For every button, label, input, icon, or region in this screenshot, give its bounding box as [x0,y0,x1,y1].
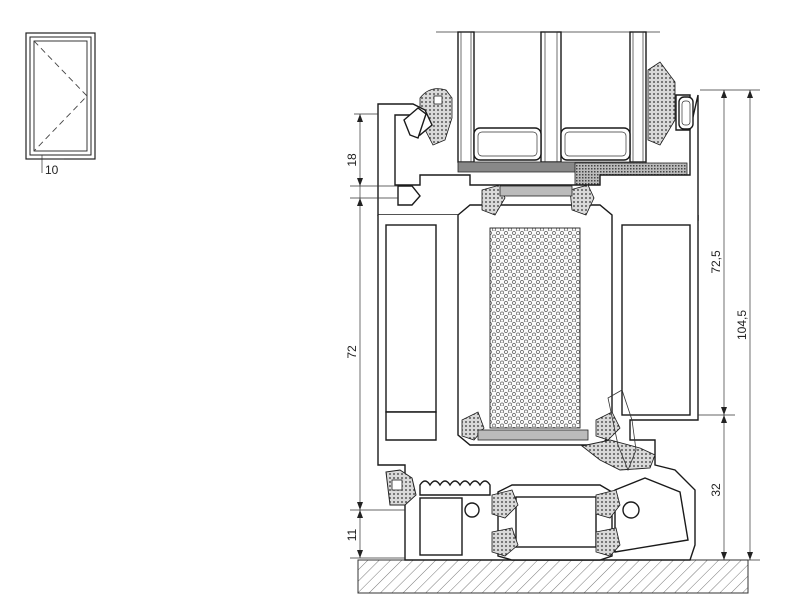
window-elevation-legend: 10 [25,32,96,177]
dimension-label-72-5: 72,5 [709,250,723,274]
opening-direction-symbol [33,40,88,152]
outer-glazing-gasket [419,88,453,146]
dimension-label-104-5: 104,5 [735,310,749,340]
upper-thermal-break [457,184,621,446]
dimension-label-11: 11 [345,528,359,541]
left-dimension-chain: 18 72 11 [345,113,405,559]
center-seal [580,389,656,472]
inner-glazing-gasket [647,61,676,146]
dimension-label-32: 32 [709,483,723,497]
dimension-label-72: 72 [345,345,359,359]
dimension-label-18: 18 [345,153,359,167]
ground-hatching [357,559,749,594]
frame-outer-gasket [385,469,417,506]
legend-dimension-label: 10 [45,163,59,177]
right-dimension-chain: 72,5 104,5 32 [695,89,760,561]
insulation-foam [489,227,581,429]
lower-thermal-break [491,484,621,561]
